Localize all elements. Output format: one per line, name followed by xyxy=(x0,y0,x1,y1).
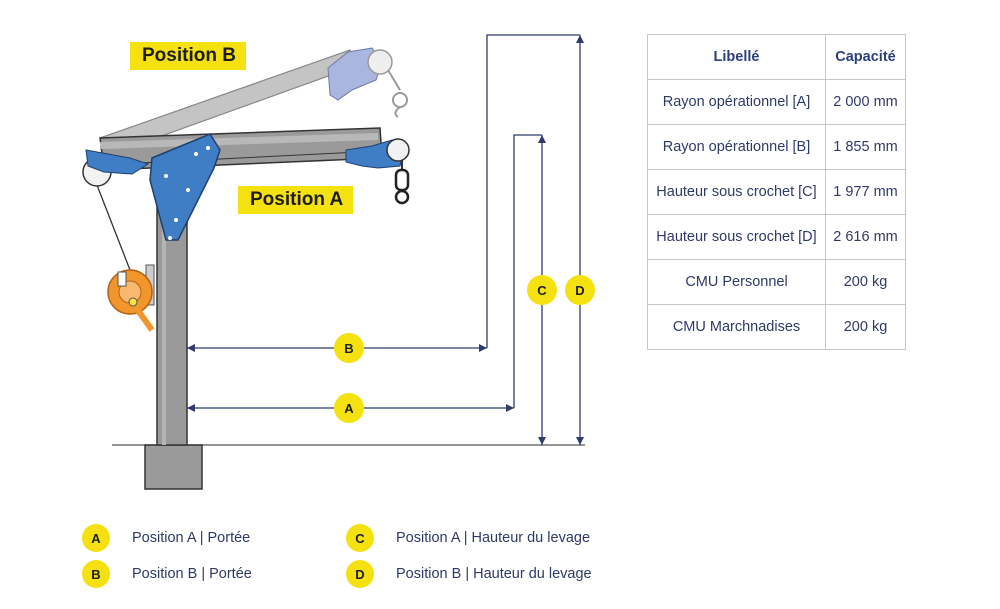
table-header-row: Libellé Capacité xyxy=(647,34,906,80)
legend-badge: D xyxy=(346,560,374,588)
row-value: 2 616 mm xyxy=(825,214,906,260)
legend-badge: B xyxy=(82,560,110,588)
boom-position-b xyxy=(99,47,408,157)
row-value: 200 kg xyxy=(825,259,906,305)
header-libelle: Libellé xyxy=(647,34,826,80)
rope xyxy=(94,179,131,271)
legend-badge: C xyxy=(346,524,374,552)
header-capacite: Capacité xyxy=(825,34,906,80)
table-row: CMU Personnel 200 kg xyxy=(647,259,906,305)
row-value: 1 977 mm xyxy=(825,169,906,215)
row-label: Hauteur sous crochet [C] xyxy=(647,169,826,215)
legend-badge: A xyxy=(82,524,110,552)
legend-text: Position A | Portée xyxy=(132,530,251,546)
table-row: CMU Marchnadises 200 kg xyxy=(647,304,906,350)
row-value: 200 kg xyxy=(825,304,906,350)
legend-item-d: D Position B | Hauteur du levage xyxy=(346,560,592,588)
row-label: CMU Marchnadises xyxy=(647,304,826,350)
dimension-marker-a: A xyxy=(334,393,364,423)
dimension-marker-b: B xyxy=(334,333,364,363)
row-label: CMU Personnel xyxy=(647,259,826,305)
dimension-marker-c: C xyxy=(527,275,557,305)
row-value: 2 000 mm xyxy=(825,79,906,125)
legend-text: Position B | Hauteur du levage xyxy=(396,566,592,582)
row-label: Rayon opérationnel [A] xyxy=(647,79,826,125)
table-row: Rayon opérationnel [B] 1 855 mm xyxy=(647,124,906,170)
table-row: Hauteur sous crochet [D] 2 616 mm xyxy=(647,214,906,260)
row-label: Rayon opérationnel [B] xyxy=(647,124,826,170)
legend-text: Position B | Portée xyxy=(132,566,252,582)
arrowheads xyxy=(187,35,584,445)
position-a-label: Position A xyxy=(238,186,354,214)
hook-position-a xyxy=(345,138,410,205)
legend-text: Position A | Hauteur du levage xyxy=(396,530,591,546)
row-label: Hauteur sous crochet [D] xyxy=(647,214,826,260)
crane-diagram xyxy=(82,34,585,490)
winch xyxy=(107,264,155,332)
table-row: Hauteur sous crochet [C] 1 977 mm xyxy=(647,169,906,215)
dimension-marker-d: D xyxy=(565,275,595,305)
gusset-plate xyxy=(149,133,221,241)
base-block xyxy=(144,444,203,490)
position-b-label: Position B xyxy=(130,42,246,70)
legend-item-a: A Position A | Portée xyxy=(82,524,250,552)
row-value: 1 855 mm xyxy=(825,124,906,170)
capacity-table: Libellé Capacité Rayon opérationnel [A] … xyxy=(647,34,906,350)
table-row: Rayon opérationnel [A] 2 000 mm xyxy=(647,79,906,125)
legend-item-b: B Position B | Portée xyxy=(82,560,252,588)
legend-item-c: C Position A | Hauteur du levage xyxy=(346,524,590,552)
